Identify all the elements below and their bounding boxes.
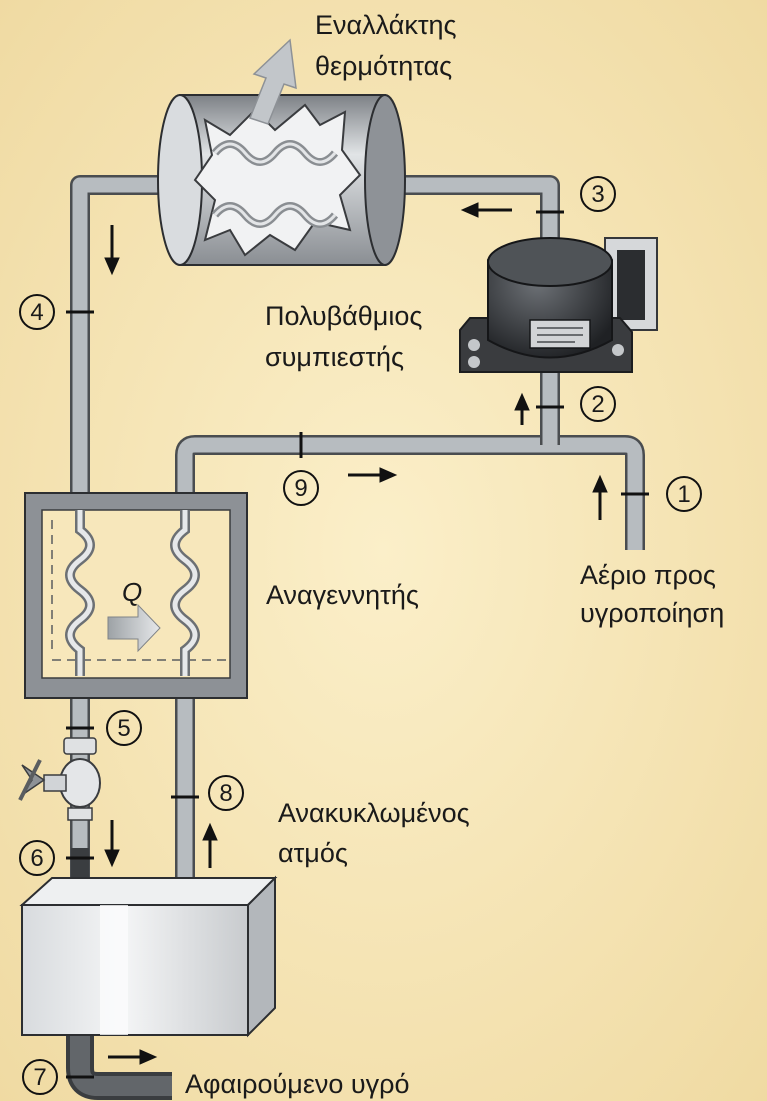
regenerator-label: Αναγεννητής	[266, 580, 419, 610]
state-label-9: 9	[283, 470, 319, 506]
text-labels: Εναλλάκτης θερμότητας Πολυβάθμιος συμπιε…	[122, 10, 724, 1099]
state-label-3: 3	[580, 176, 616, 212]
svg-text:2: 2	[591, 391, 604, 418]
svg-text:9: 9	[294, 475, 307, 502]
svg-text:8: 8	[219, 780, 232, 807]
recycled-vapor-label-line2: ατμός	[278, 838, 348, 868]
heat-symbol: Q	[122, 577, 142, 607]
separator-tank	[19, 875, 278, 1038]
heat-exchanger-label-line1: Εναλλάκτης	[315, 10, 457, 40]
state-label-5: 5	[106, 710, 142, 746]
svg-text:4: 4	[30, 299, 43, 326]
svg-text:5: 5	[117, 715, 130, 742]
flow-arrows	[104, 202, 608, 1065]
arrow-right-line-7	[108, 1049, 158, 1065]
heat-exchanger-label-line2: θερμότητας	[315, 51, 452, 81]
state-label-1: 1	[666, 476, 702, 512]
heat-transfer-arrow	[107, 603, 161, 653]
gas-in-label-line2: υγροποίηση	[580, 598, 724, 628]
compressor-label-line2: συμπιεστής	[265, 342, 404, 372]
state-label-4: 4	[19, 294, 55, 330]
state-label-7: 7	[22, 1059, 58, 1095]
liquid-out-label: Αφαιρούμενο υγρό	[185, 1069, 410, 1099]
arrow-right-line-9	[348, 467, 398, 483]
heat-rejection-arrow	[249, 38, 297, 125]
arrow-up-line-1	[592, 474, 608, 520]
gas-in-label-line1: Αέριο προς	[580, 560, 716, 590]
arrow-down-line-4	[104, 225, 120, 276]
state-circles: 1 2 3 4 5 6 7 8 9	[19, 176, 702, 1095]
svg-text:3: 3	[591, 181, 604, 208]
regenerator	[24, 492, 248, 699]
arrow-down-line-6	[104, 820, 120, 868]
state-label-2: 2	[580, 386, 616, 422]
throttling-valve	[18, 737, 101, 821]
svg-text:7: 7	[33, 1064, 46, 1091]
state-label-8: 8	[208, 775, 244, 811]
state-label-6: 6	[19, 840, 55, 876]
heat-exchanger	[157, 94, 406, 266]
svg-text:6: 6	[30, 845, 43, 872]
arrow-up-line-8	[202, 822, 218, 868]
svg-text:1: 1	[677, 481, 690, 508]
arrow-left-line-3	[460, 202, 512, 218]
compressor	[459, 237, 658, 373]
recycled-vapor-label-line1: Ανακυκλωμένος	[278, 798, 470, 828]
compressor-label-line1: Πολυβάθμιος	[265, 301, 422, 331]
state-ticks	[66, 210, 649, 1079]
arrow-up-line-2	[514, 392, 530, 425]
